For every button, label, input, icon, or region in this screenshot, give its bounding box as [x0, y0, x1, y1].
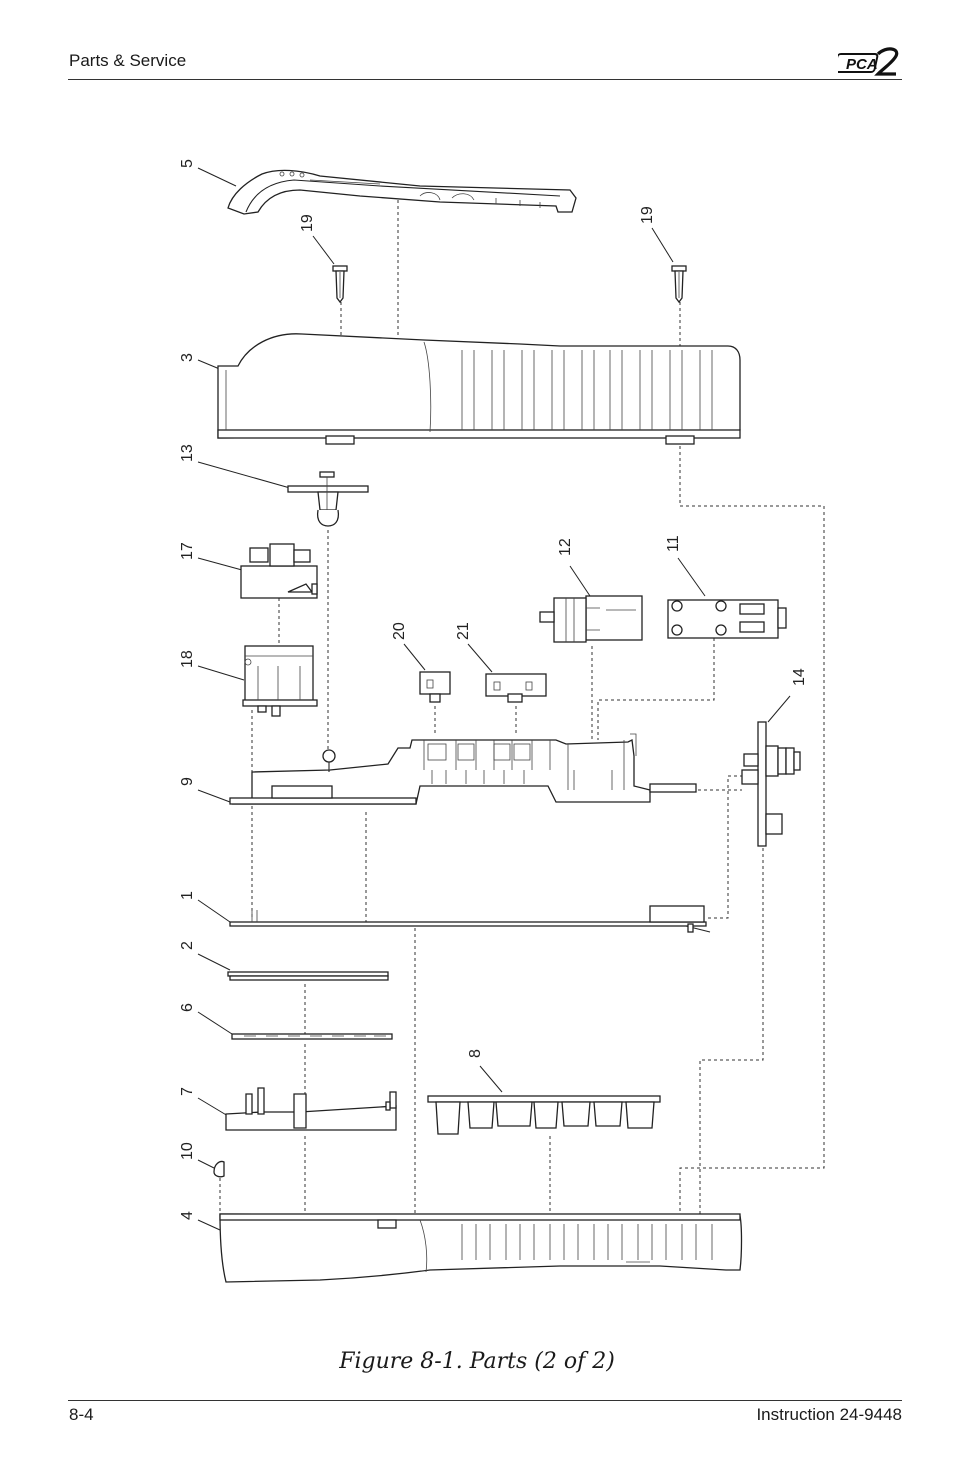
part-5-top-bezel [227, 169, 577, 215]
part-17-switch-block [240, 543, 318, 599]
callout-19-left: 19 [299, 214, 316, 232]
callout-10: 10 [179, 1142, 196, 1160]
footer-rule [68, 1400, 902, 1401]
leader-lines [197, 167, 791, 1231]
callout-19-right: 19 [639, 206, 656, 224]
part-19-screw-right [671, 265, 687, 304]
callout-14: 14 [791, 668, 808, 686]
part-4-bottom-case [219, 1213, 743, 1283]
header-section-title: Parts & Service [69, 51, 187, 70]
part-3-top-case [217, 333, 741, 445]
part-10-small-button [213, 1160, 225, 1178]
header-rule [68, 79, 902, 80]
part-8-keypad-buttons [427, 1095, 661, 1135]
document-number: Instruction 24-9448 [756, 1405, 902, 1424]
part-18-holder [242, 645, 318, 717]
callout-8: 8 [467, 1049, 484, 1058]
callout-9: 9 [179, 777, 196, 786]
svg-text:PCA: PCA [846, 56, 878, 73]
callout-4: 4 [179, 1211, 196, 1220]
callout-5: 5 [179, 159, 196, 168]
part-13-button-assembly [287, 471, 369, 527]
part-12-relay [539, 595, 643, 643]
part-6-gasket [231, 1033, 393, 1040]
brand-logo: PCA [833, 44, 902, 78]
callout-17: 17 [179, 542, 196, 560]
callout-20: 20 [391, 622, 408, 640]
page-number: 8-4 [69, 1405, 94, 1424]
callout-numbers: 5 19 19 3 13 17 18 12 11 20 21 14 9 1 2 … [179, 159, 808, 1220]
part-11-terminal-block [667, 599, 787, 639]
part-14-connector-panel [741, 721, 801, 847]
part-9-main-chassis [229, 733, 697, 805]
part-21-clip [485, 673, 547, 703]
callout-3: 3 [179, 353, 196, 362]
callout-21: 21 [455, 622, 472, 640]
part-1-circuit-board [229, 905, 711, 933]
callout-13: 13 [179, 444, 196, 462]
part-7-keypad-frame [225, 1087, 397, 1131]
callout-18: 18 [179, 650, 196, 668]
callout-7: 7 [179, 1087, 196, 1096]
callout-12: 12 [557, 538, 574, 556]
callout-1: 1 [179, 891, 196, 900]
part-19-screw-left [332, 265, 348, 304]
part-2-membrane [227, 971, 389, 981]
figure-caption: Figure 8-1. Parts (2 of 2) [339, 1349, 615, 1374]
part-20-clip [419, 671, 451, 703]
callout-2: 2 [179, 941, 196, 950]
assembly-lines [219, 200, 825, 1214]
callout-11: 11 [665, 535, 682, 552]
callout-6: 6 [179, 1003, 196, 1012]
